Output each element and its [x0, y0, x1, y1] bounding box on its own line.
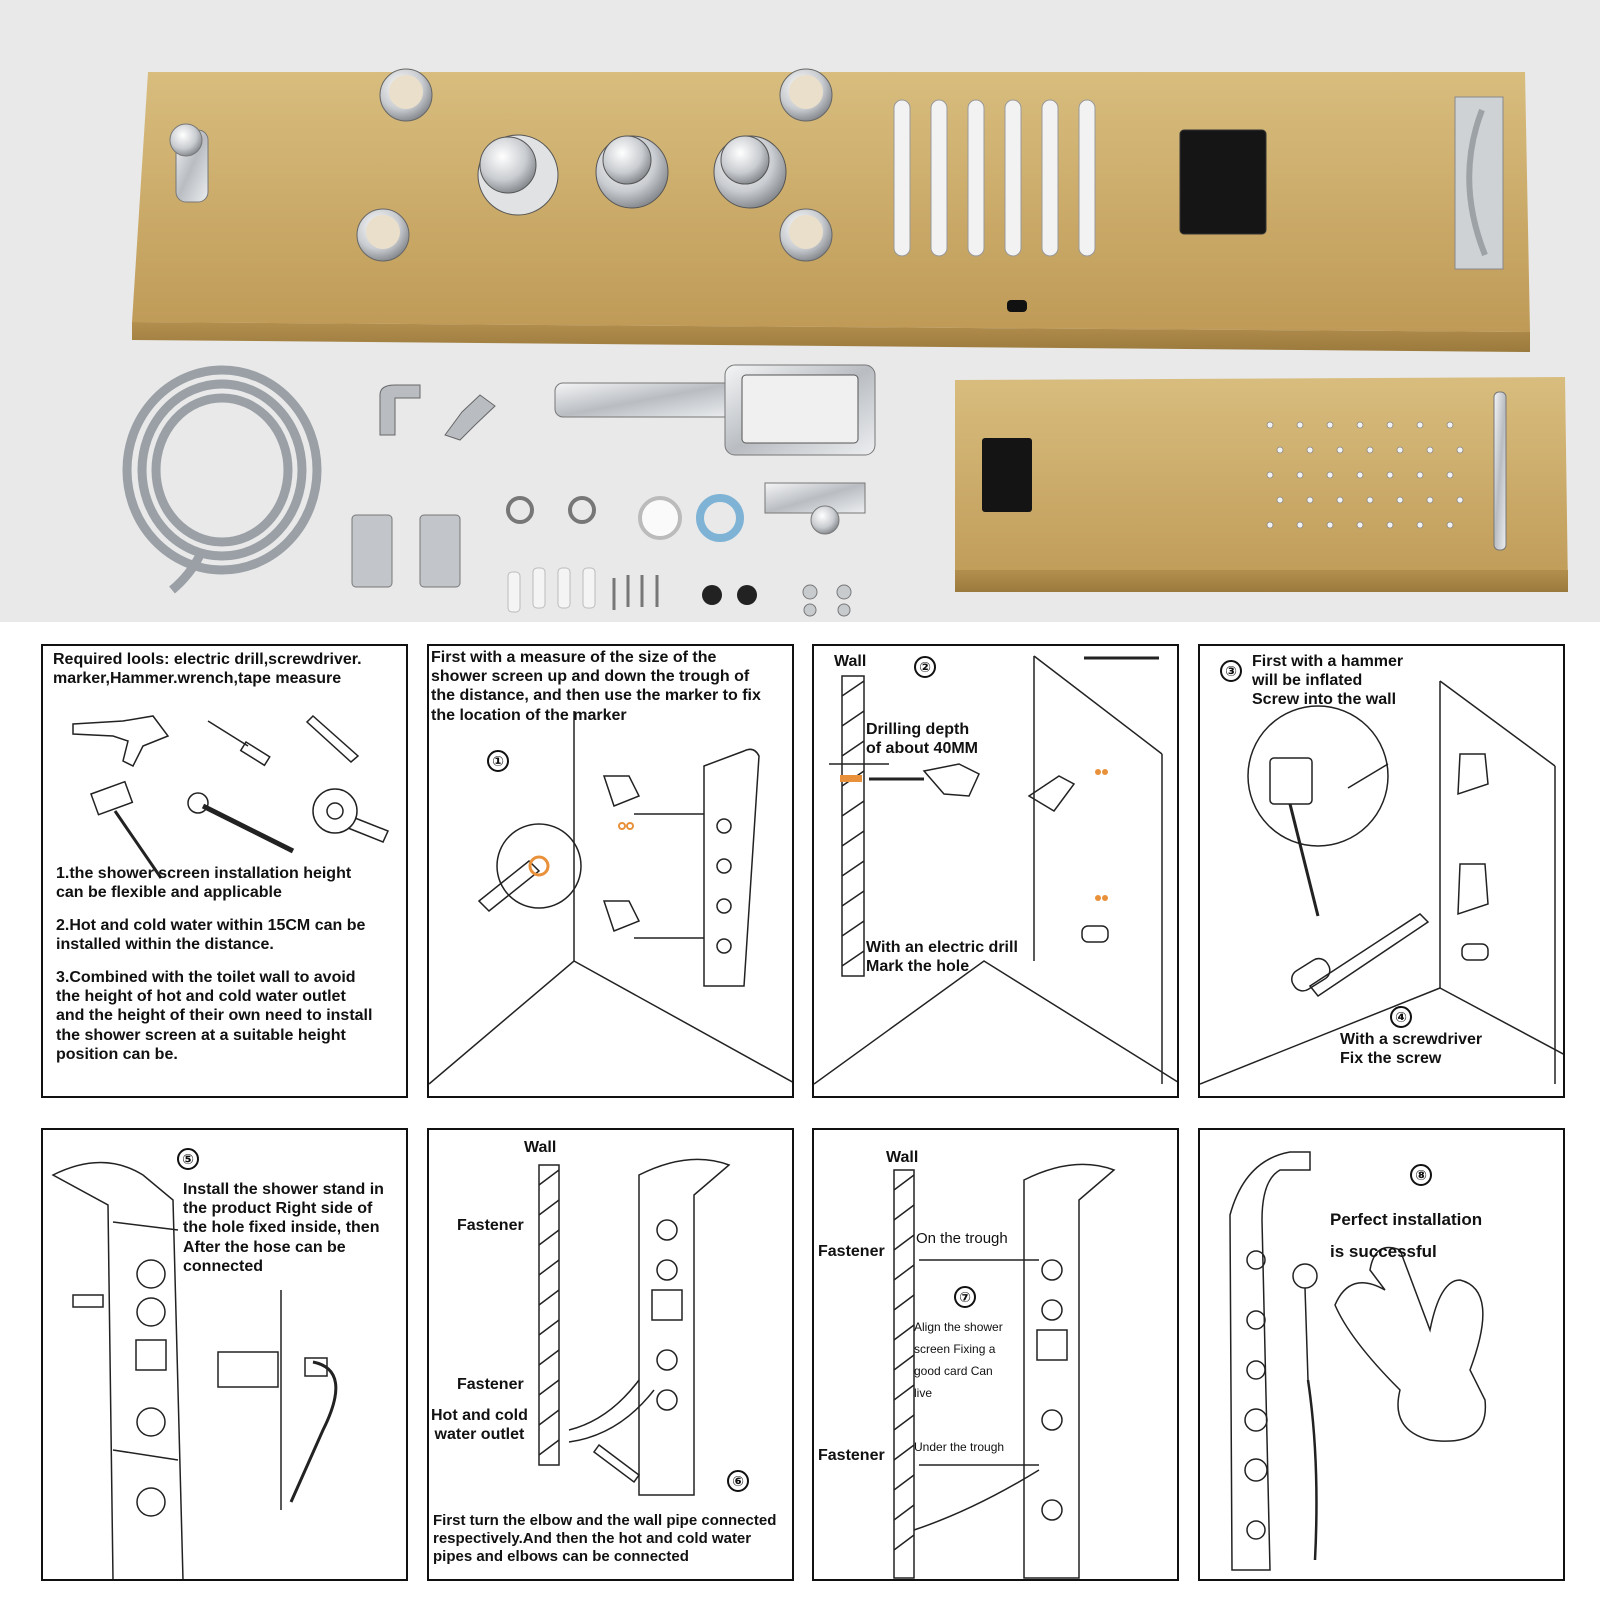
step-6-illustration	[538, 1158, 731, 1496]
panel-step-1: First with a measure of the size of the …	[427, 644, 794, 1098]
wall-brackets	[351, 514, 461, 588]
electric-drill-text: With an electric drill Mark the hole	[866, 939, 1018, 976]
screwdriver-icon	[207, 720, 249, 747]
fastener-label-2: Fastener	[818, 1447, 885, 1464]
step-8-illustration	[1229, 1151, 1487, 1571]
under-trough-label: Under the trough	[914, 1440, 1005, 1454]
wall-label: Wall	[524, 1139, 557, 1156]
panel-tools: Required lools: electric drill,screwdriv…	[41, 644, 408, 1098]
wall-label: Wall	[834, 653, 867, 670]
shower-hose	[122, 365, 322, 594]
step-2-illustration	[814, 655, 1177, 1085]
drilling-depth-text: Drilling depth of about 40MM	[866, 721, 978, 758]
step-3-4-illustration	[1200, 680, 1563, 1085]
step-3-number: ③	[1220, 660, 1242, 682]
shower-panel-main	[132, 68, 1530, 352]
fastener-label-1: Fastener	[457, 1217, 524, 1234]
panel-step-2: Wall ② Drilling depth of about 40MM With…	[812, 644, 1179, 1098]
step-5-number: ⑤	[177, 1148, 199, 1170]
step-1-illustration	[429, 711, 792, 1085]
valve-knob	[477, 134, 787, 216]
step-2-number: ②	[914, 656, 936, 678]
step-8-number: ⑧	[1410, 1164, 1432, 1186]
panel-step-7: Wall Fastener On the trough ⑦ Align the …	[812, 1128, 1179, 1581]
hot-cold-outlet-label: Hot and cold water outlet	[431, 1407, 528, 1444]
drill-icon	[72, 715, 170, 768]
wrench-icon	[201, 803, 295, 854]
note-1: 1.the shower screen installation height …	[56, 865, 352, 902]
panel-step-3-4: ③ First with a hammer will be inflated S…	[1198, 644, 1565, 1098]
note-3: 3.Combined with the toilet wall to avoid…	[56, 969, 373, 1063]
step-7-illustration	[893, 1163, 1116, 1579]
step-1-number: ①	[487, 750, 509, 772]
hammer-icon	[90, 780, 134, 816]
step-4-number: ④	[1390, 1006, 1412, 1028]
temperature-display	[1179, 129, 1267, 235]
product-photo	[0, 0, 1600, 622]
step-7-number: ⑦	[954, 1286, 976, 1308]
shower-panel-top	[955, 377, 1568, 592]
step-6-text: First turn the elbow and the wall pipe c…	[433, 1512, 777, 1565]
on-trough-label: On the trough	[916, 1230, 1008, 1247]
step-3-text: First with a hammer will be inflated Scr…	[1252, 653, 1404, 709]
step-6-number: ⑥	[727, 1470, 749, 1492]
fastener-label-1: Fastener	[818, 1243, 885, 1260]
step-8-text: Perfect installation is successful	[1330, 1210, 1483, 1262]
required-tools-text: Required lools: electric drill,screwdriv…	[53, 651, 362, 688]
step-5-illustration	[51, 1161, 338, 1579]
small-hardware	[506, 482, 866, 617]
panel-step-8: ⑧ Perfect installation is successful	[1198, 1128, 1565, 1581]
note-2: 2.Hot and cold water within 15CM can be …	[56, 917, 366, 954]
panel-step-5: ⑤ Install the shower stand in the produc…	[41, 1128, 408, 1581]
fastener-label-2: Fastener	[457, 1376, 524, 1393]
step-1-text: First with a measure of the size of the …	[431, 649, 761, 724]
step-4-text: With a screwdriver Fix the screw	[1340, 1031, 1483, 1068]
panel-step-6: Wall Fastener Fastener Hot and cold wate…	[427, 1128, 794, 1581]
tape-measure-icon	[312, 788, 358, 834]
marker-icon	[305, 714, 360, 764]
rain-bars	[893, 99, 1096, 257]
elbow-fittings	[379, 384, 496, 441]
wall-label: Wall	[886, 1149, 919, 1166]
step-5-text: Install the shower stand in the product …	[183, 1181, 384, 1275]
hand-shower	[554, 364, 876, 456]
tools-illustration	[72, 714, 390, 879]
align-text: Align the shower screen Fixing a good ca…	[914, 1320, 1003, 1400]
